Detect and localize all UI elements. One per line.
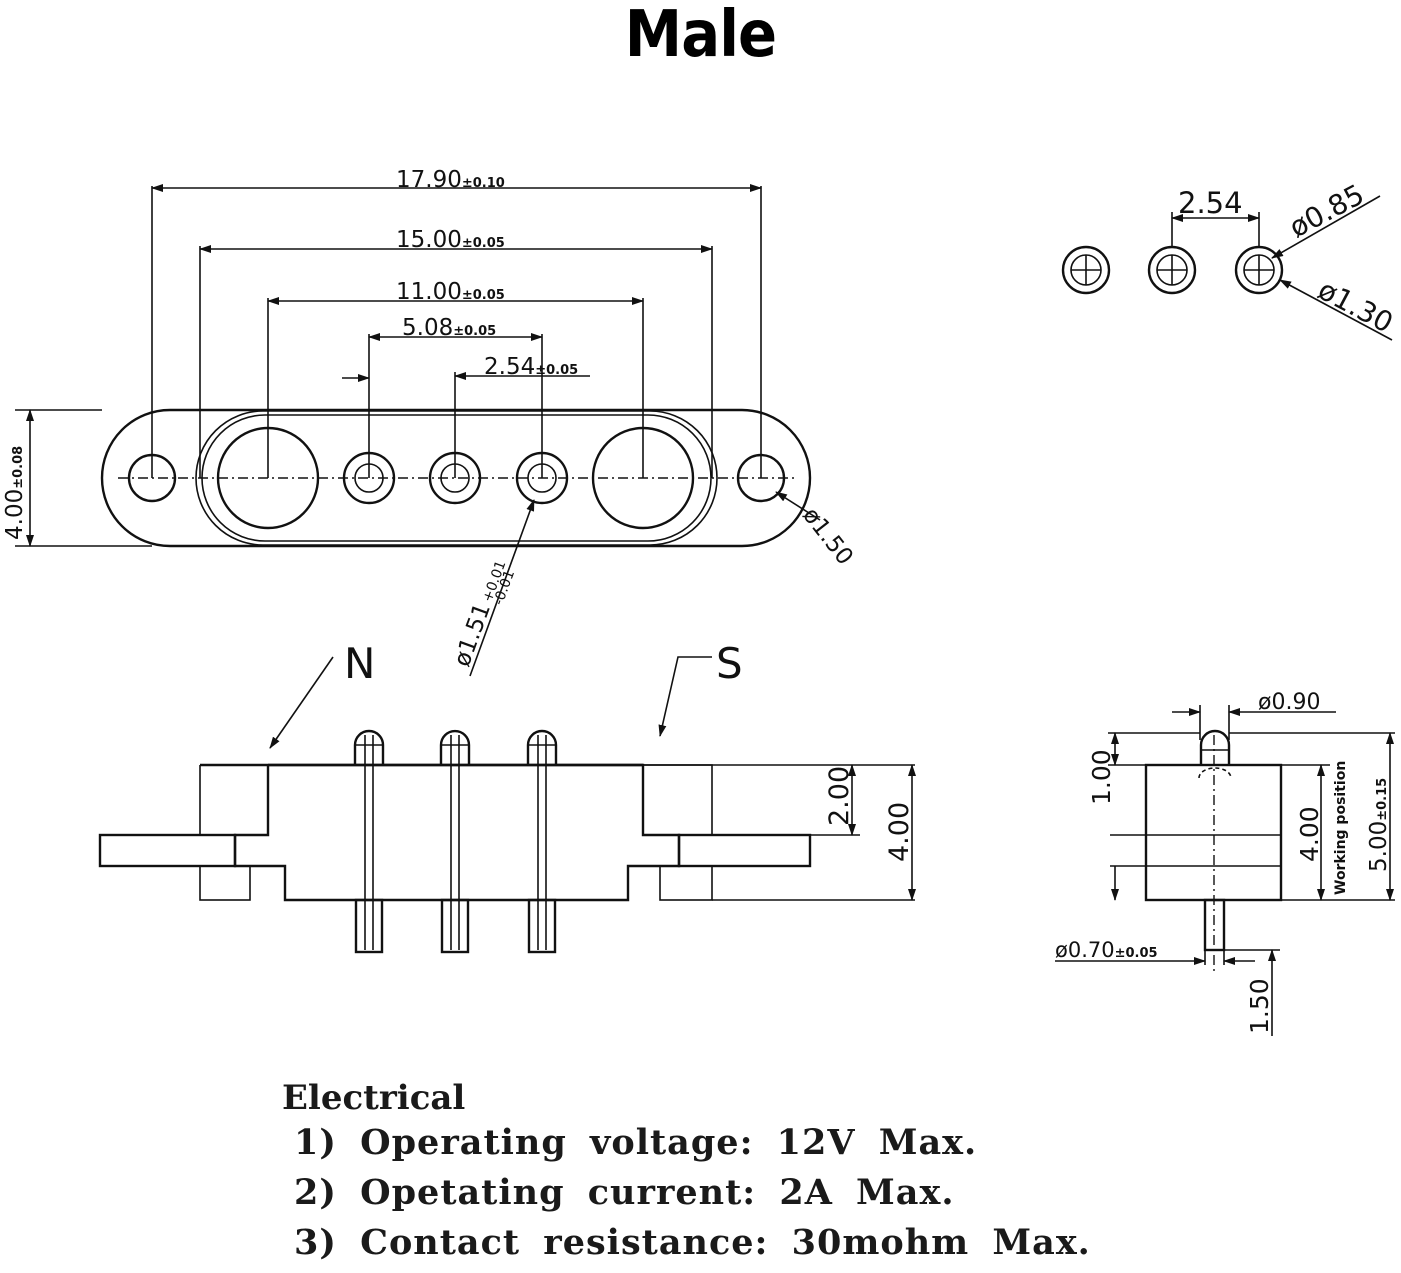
side-pin-tip	[1199, 729, 1231, 765]
dim-pin-pitch: 2.54±0.05	[484, 354, 578, 380]
pin-detail-1	[1061, 245, 1111, 295]
dim-pin-span: 5.08±0.05	[402, 315, 496, 341]
magnet-right-side	[659, 865, 713, 901]
dim-tail-dia: ø0.70±0.05	[1055, 938, 1158, 962]
electrical-spec: Electrical 1) Operating voltage: 12V Max…	[282, 1078, 1091, 1268]
dim-tip-dia: ø0.90	[1258, 690, 1320, 715]
page-title: Male	[624, 0, 777, 72]
label-working-position: Working position	[1333, 761, 1349, 895]
spec-item-current: 2) Opetating current: 2A Max.	[294, 1172, 955, 1213]
label-north: N	[344, 639, 375, 688]
dim-height: 4.00±0.08	[2, 446, 28, 540]
connector-body-outline	[100, 408, 812, 548]
magnet-left-side	[199, 865, 251, 901]
dim-pin-hole: ø1.51	[449, 600, 496, 670]
label-south: S	[716, 639, 743, 688]
pin-detail-view: 2.54 ø0.85 ø1.30	[1061, 178, 1399, 341]
pin-detail-outer-dia: ø1.30	[1313, 273, 1399, 339]
pogo-pin-1	[353, 729, 385, 954]
dim-total-height: 5.00±0.15	[1366, 778, 1392, 872]
spec-item-resistance: 3) Contact resistance: 30mohm Max.	[294, 1222, 1091, 1263]
flange-left	[98, 833, 237, 868]
top-view: 17.90±0.10 15.00±0.05 11.00±0.05 5.08±0.…	[2, 167, 858, 677]
dim-mount-hole: ø1.50	[797, 503, 858, 570]
dim-front-height: 4.00	[884, 802, 915, 862]
electrical-heading: Electrical	[282, 1078, 466, 1118]
spec-item-voltage: 1) Operating voltage: 12V Max.	[294, 1122, 978, 1163]
dim-magnets: 11.00±0.05	[396, 279, 505, 305]
dim-outer-holes: 15.00±0.05	[396, 227, 505, 253]
dim-overall: 17.90±0.10	[396, 167, 505, 193]
pin-detail-3	[1234, 245, 1284, 295]
side-view: ø0.90 1.00 4.00 Working position 5.00±0.…	[1055, 690, 1395, 1036]
dim-tail-length: 1.50	[1245, 978, 1274, 1034]
front-view: N S 2.00 4.00	[98, 639, 916, 954]
pogo-pin-3	[526, 729, 558, 954]
flange-right	[677, 833, 812, 868]
pin-detail-2	[1147, 245, 1197, 295]
side-pin-tail	[1203, 898, 1226, 952]
dim-body-height: 4.00	[1295, 806, 1324, 862]
dim-tip-height: 1.00	[1087, 749, 1116, 805]
pin-detail-inner-dia: ø0.85	[1284, 178, 1370, 244]
front-body-outline	[200, 763, 681, 902]
dim-step: 2.00	[824, 766, 855, 826]
magnet-recess-outline	[195, 410, 718, 546]
pogo-pin-2	[439, 729, 471, 954]
pin-detail-pitch: 2.54	[1178, 186, 1243, 220]
